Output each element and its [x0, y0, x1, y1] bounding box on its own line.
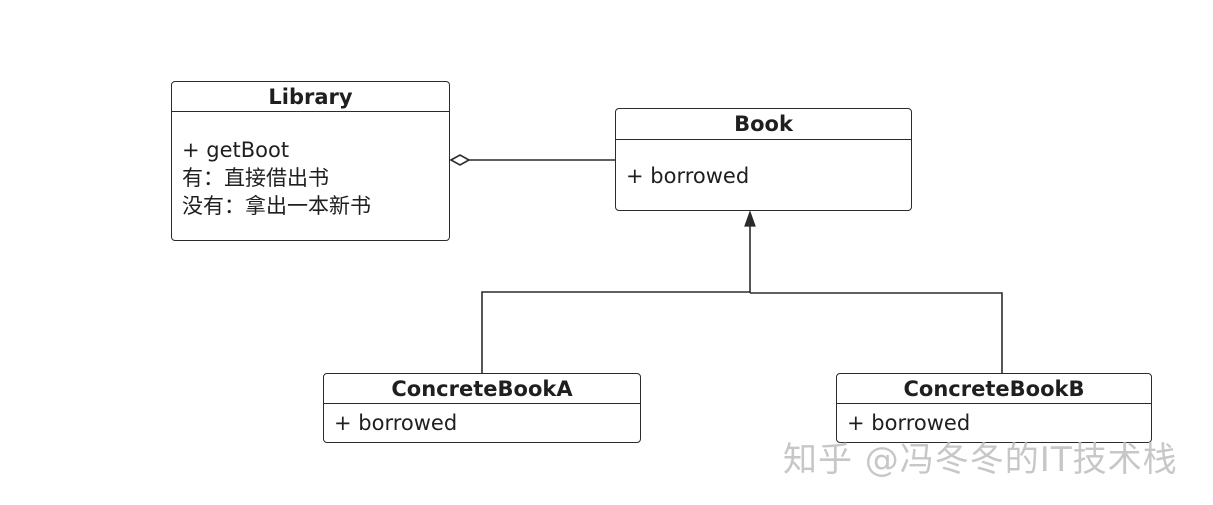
generalization-line-concretebooka — [481, 291, 750, 373]
library-member-note-exists: 有：直接借出书 — [182, 166, 329, 190]
class-concretebookb-name: ConcreteBookB — [837, 374, 1151, 404]
class-library-members: + getBoot 有：直接借出书 没有：拿出一本新书 — [172, 112, 449, 220]
concretebookb-member-borrowed: + borrowed — [847, 411, 971, 435]
library-member-note-new: 没有：拿出一本新书 — [182, 194, 371, 218]
aggregation-diamond-icon — [449, 154, 471, 166]
library-member-getboot: + getBoot — [182, 138, 290, 162]
book-member-borrowed: + borrowed — [626, 164, 750, 188]
class-library-name: Library — [172, 82, 449, 112]
class-book[interactable]: Book + borrowed — [615, 108, 912, 211]
class-concretebookb[interactable]: ConcreteBookB + borrowed — [836, 373, 1152, 443]
class-library[interactable]: Library + getBoot 有：直接借出书 没有：拿出一本新书 — [171, 81, 450, 241]
class-book-members: + borrowed — [616, 140, 911, 190]
class-book-name: Book — [616, 109, 911, 140]
concretebooka-member-borrowed: + borrowed — [334, 411, 458, 435]
generalization-line-concretebookb — [750, 292, 1003, 373]
watermark: 知乎 @冯冬冬的IT技术栈 — [783, 440, 1178, 480]
class-concretebooka-members: + borrowed — [324, 404, 640, 437]
generalization-arrowhead-icon — [744, 210, 756, 227]
class-concretebookb-members: + borrowed — [837, 404, 1151, 437]
class-concretebooka[interactable]: ConcreteBookA + borrowed — [323, 373, 641, 443]
class-concretebooka-name: ConcreteBookA — [324, 374, 640, 404]
